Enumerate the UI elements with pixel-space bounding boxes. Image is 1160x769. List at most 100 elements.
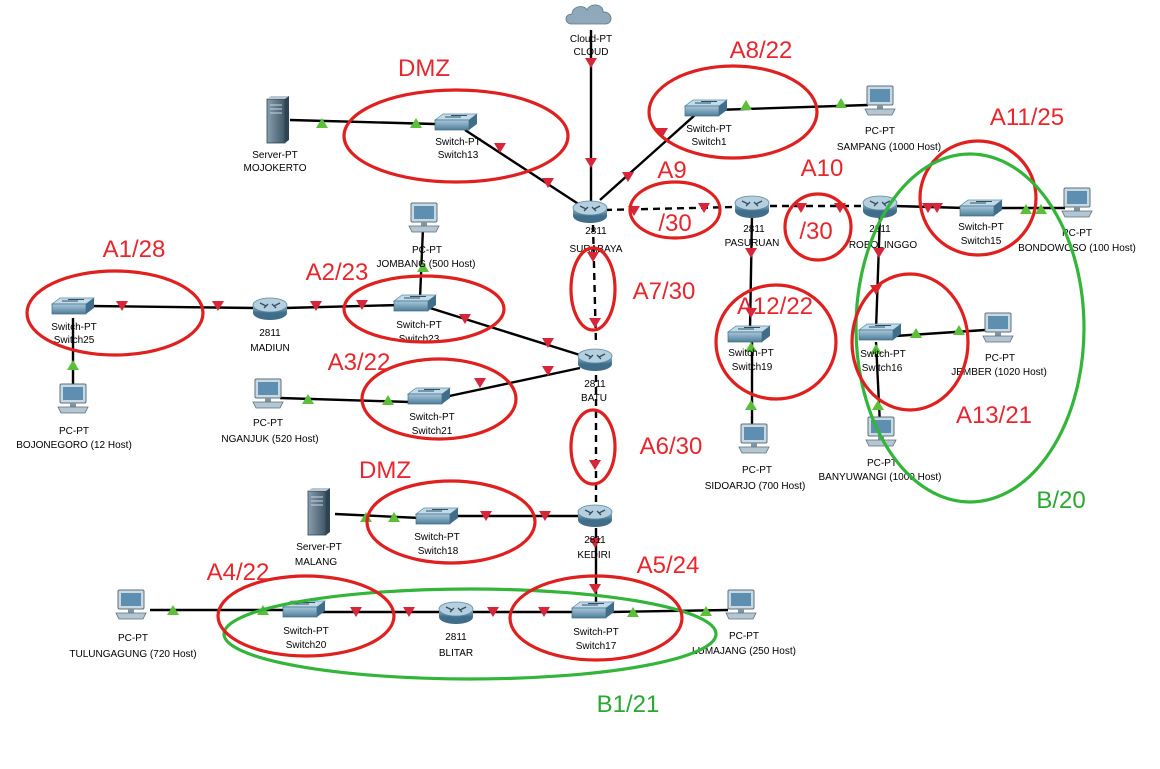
status-down-marker — [487, 607, 499, 617]
switch18-node[interactable]: Switch-PT Switch18 — [414, 507, 460, 557]
pc-sampang-node[interactable]: PC-PT SAMPANG (1000 Host) — [837, 85, 941, 153]
link-malang-switch18 — [334, 512, 421, 520]
pc-icon — [115, 589, 147, 620]
ring-a11 — [918, 139, 1038, 257]
router-probolinggo-node[interactable]: 2811 ROBOLINGGO — [849, 195, 918, 251]
device-type-label: Server-PT — [252, 150, 298, 161]
server-malang-node[interactable]: Server-PT MALANG — [295, 487, 342, 568]
switch21-node[interactable]: Switch-PT Switch21 — [407, 387, 455, 437]
status-up-marker — [627, 607, 639, 617]
switch25-node[interactable]: Switch-PT Switch25 — [51, 297, 97, 346]
device-name-label: MOJOKERTO — [244, 163, 307, 174]
device-name-label: BANYUWANGI (1000 Host) — [819, 472, 942, 483]
device-type-label: PC-PT — [59, 426, 89, 437]
switch13-node[interactable]: Switch-PT Switch13 — [434, 113, 481, 161]
annotation-a5: A5/24 — [637, 552, 700, 579]
status-down-marker — [212, 301, 224, 311]
device-name-label: Switch16 — [862, 363, 903, 374]
pc-banyuwangi-node[interactable]: PC-PT BANYUWANGI (1000 Host) — [819, 416, 942, 483]
device-type-label: PC-PT — [867, 458, 897, 469]
ring-dmz-bottom — [365, 479, 537, 565]
ring-a13 — [850, 272, 970, 412]
status-down-marker — [931, 203, 943, 213]
device-name-label: Switch17 — [576, 641, 617, 652]
pc-sidoarjo-node[interactable]: PC-PT SIDOARJO (700 Host) — [705, 423, 806, 492]
pc-lumajang-node[interactable]: PC-PT LUMAJANG (250 Host) — [692, 589, 796, 657]
router-madiun-node[interactable]: 2811 MADIUN — [250, 297, 290, 354]
pc-bojonegoro-node[interactable]: PC-PT BOJONEGORO (12 Host) — [16, 383, 132, 451]
device-type-label: 2811 — [584, 535, 606, 546]
status-up-marker — [870, 344, 882, 354]
device-name-label: Switch19 — [732, 362, 773, 373]
switch-icon — [959, 199, 1003, 217]
status-up-marker — [67, 360, 79, 370]
device-type-label: PC-PT — [729, 631, 759, 642]
link-switch17-lumajang — [609, 608, 729, 614]
device-type-label: PC-PT — [1062, 228, 1092, 239]
switch-icon — [684, 99, 728, 117]
switch20-node[interactable]: Switch-PT Switch20 — [282, 600, 329, 651]
switch19-node[interactable]: Switch-PT Switch19 — [727, 325, 774, 373]
device-type-label: PC-PT — [985, 353, 1015, 364]
device-type-label: PC-PT — [253, 418, 283, 429]
annotation-a10-mask: /30 — [799, 218, 832, 245]
device-type-label: Switch-PT — [860, 349, 906, 360]
annotation-a1: A1/28 — [103, 236, 166, 263]
pc-icon — [252, 378, 284, 409]
annotation-a2: A2/23 — [306, 259, 369, 286]
server-mojokerto-node[interactable]: Server-PT MOJOKERTO — [244, 95, 307, 174]
pc-jember-node[interactable]: PC-PT JEMBER (1020 Host) — [951, 312, 1047, 378]
router-icon — [734, 195, 770, 219]
pc-bondowoso-node[interactable]: PC-PT BONDOWOSO (100 Host) — [1018, 187, 1136, 254]
status-down-marker — [589, 318, 601, 328]
switch-icon — [571, 601, 615, 619]
device-type-label: Server-PT — [296, 542, 342, 553]
device-name-label: TULUNGAGUNG (720 Host) — [69, 649, 196, 660]
ring-a10 — [783, 192, 853, 262]
status-up-marker — [740, 100, 752, 110]
cloud-node[interactable]: Cloud-PT CLOUD — [565, 4, 612, 58]
status-down-marker — [494, 143, 506, 153]
device-name-label: SIDOARJO (700 Host) — [705, 481, 806, 492]
pc-nganjuk-node[interactable]: PC-PT NGANJUK (520 Host) — [221, 378, 319, 445]
switch16-node[interactable]: Switch-PT Switch16 — [858, 323, 906, 374]
status-down-marker — [656, 128, 668, 138]
device-name-label: LUMAJANG (250 Host) — [692, 646, 796, 657]
router-kediri-node[interactable]: 2811 KEDIRI — [577, 504, 613, 561]
device-name-label: BONDOWOSO (100 Host) — [1018, 243, 1136, 254]
status-down-marker — [795, 203, 807, 213]
switch-icon — [393, 294, 437, 312]
status-up-marker — [1035, 204, 1047, 214]
status-down-marker — [474, 378, 486, 388]
annotation-a4: A4/22 — [207, 559, 270, 586]
device-type-label: 2811 — [584, 379, 606, 390]
ring-a9 — [628, 180, 722, 240]
pc-icon — [1061, 187, 1093, 218]
switch17-node[interactable]: Switch-PT Switch17 — [571, 601, 619, 652]
status-up-marker — [872, 400, 884, 410]
status-down-marker — [116, 301, 128, 311]
status-down-marker — [538, 607, 550, 617]
switch15-node[interactable]: Switch-PT Switch15 — [958, 199, 1004, 247]
status-down-marker — [587, 252, 599, 262]
switch23-node[interactable]: Switch-PT Switch23 — [393, 294, 442, 345]
switch-icon — [415, 507, 459, 525]
status-down-marker — [310, 301, 322, 311]
device-type-label: Switch-PT — [283, 626, 329, 637]
switch1-node[interactable]: Switch-PT Switch1 — [684, 99, 732, 148]
status-up-marker — [745, 342, 757, 352]
status-down-marker — [922, 203, 934, 213]
pc-tulungagung-node[interactable]: PC-PT TULUNGAGUNG (720 Host) — [69, 589, 197, 660]
router-icon — [438, 601, 474, 625]
status-down-marker — [403, 607, 415, 617]
router-blitar-node[interactable]: 2811 BLITAR — [438, 601, 474, 659]
router-batu-node[interactable]: 2811 BATU — [577, 348, 613, 404]
status-down-marker — [698, 203, 710, 213]
router-pasuruan-node[interactable]: 2811 PASURUAN — [725, 195, 780, 249]
link-madiun-switch23 — [284, 303, 401, 310]
device-name-label: BATU — [581, 393, 607, 404]
status-down-marker — [459, 314, 471, 324]
annotation-a10: A10 — [801, 155, 844, 182]
pc-jombang-node[interactable]: PC-PT JOMBANG (500 Host) — [377, 202, 476, 270]
